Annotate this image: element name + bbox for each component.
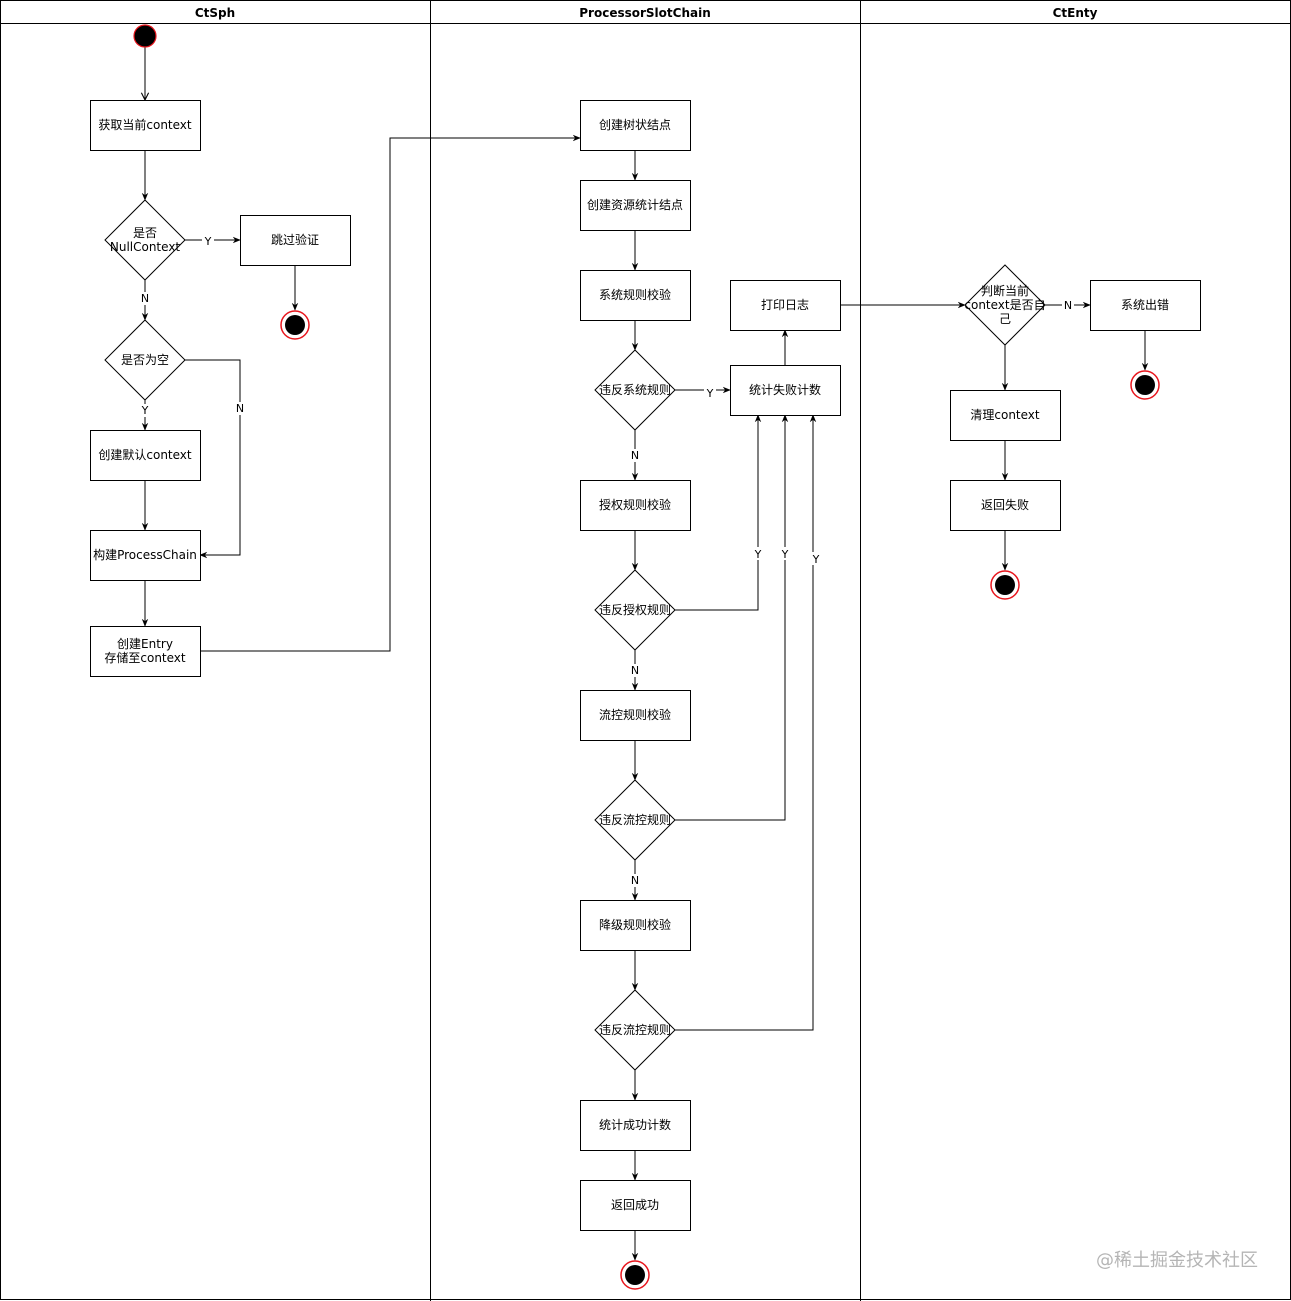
action-build-process-chain: 构建ProcessChain [90,530,201,581]
count-success-label: 统计成功计数 [599,1117,671,1132]
edge-empty-no [185,359,241,559]
action-print-log: 打印日志 [730,280,841,331]
edge-entry-to-tree-node [200,134,581,652]
edge-label-flow-yes: Y [781,548,789,561]
action-count-failure: 统计失败计数 [730,365,841,416]
final-node-skip [280,310,310,340]
final-node-success [620,1260,650,1290]
final-node-failure [990,570,1020,600]
create-stat-node-label: 创建资源统计结点 [587,198,683,212]
violate-system-rule-label: 违反系统规则 [599,382,671,397]
build-process-chain-label: 构建ProcessChain [93,547,197,562]
action-count-success: 统计成功计数 [580,1100,691,1151]
decision-violate-auth-rule: 违反授权规则 [594,569,676,651]
action-return-failure: 返回失败 [950,480,1061,531]
action-flow-rule-check: 流控规则校验 [580,690,691,741]
print-log-label: 打印日志 [761,298,809,312]
action-create-tree-node: 创建树状结点 [580,100,691,151]
clear-context-label: 清理context [970,408,1040,422]
decision-violate-system-rule: 违反系统规则 [594,349,676,431]
action-system-rule-check: 系统规则校验 [580,270,691,321]
action-system-error: 系统出错 [1090,280,1201,331]
edge-label-context-no: N [1064,299,1072,312]
edge-label-auth-no: N [631,664,639,677]
lane-title-processor-slot-chain: ProcessorSlotChain [579,6,711,20]
action-create-stat-node: 创建资源统计结点 [580,180,691,231]
create-tree-node-label: 创建树状结点 [599,117,671,132]
action-get-context: 获取当前context [90,100,201,151]
decision-is-empty: 是否为空 [104,319,186,401]
action-auth-rule-check: 授权规则校验 [580,480,691,531]
is-empty-label: 是否为空 [121,353,169,367]
initial-node [133,24,157,48]
edge-label-system-yes: Y [706,387,714,400]
create-default-context-label: 创建默认context [98,447,192,462]
action-clear-context: 清理context [950,390,1061,441]
degrade-rule-check-label: 降级规则校验 [599,917,671,932]
system-rule-check-label: 系统规则校验 [599,287,671,302]
return-success-label: 返回成功 [611,1198,659,1212]
system-error-label: 系统出错 [1121,298,1169,312]
edge-label-system-no: N [631,449,639,462]
edge-label-flow-no: N [631,874,639,887]
edge-label-null-yes: Y [204,235,212,248]
skip-verify-label: 跳过验证 [271,232,319,247]
violate-flow-rule-2-label: 违反流控规则 [599,1022,671,1037]
lane-title-ctenty: CtEnty [1053,6,1098,20]
edge-labels: Y N Y N Y N Y N Y N Y N [139,234,1074,887]
edge-degrade-violate-yes [675,414,817,1031]
edge-label-empty-no: N [236,402,244,415]
auth-rule-check-label: 授权规则校验 [599,497,671,512]
edge-flow-violate-yes [675,414,789,821]
return-failure-label: 返回失败 [981,497,1029,512]
edge-label-degrade-yes: Y [812,553,820,566]
edge-label-auth-yes: Y [754,548,762,561]
lane-title-ctsph: CtSph [195,6,235,20]
action-create-default-context: 创建默认context [90,430,201,481]
edge-auth-violate-yes [675,414,762,611]
terminal-nodes [133,24,1160,1290]
get-context-label: 获取当前context [98,117,192,132]
action-degrade-rule-check: 降级规则校验 [580,900,691,951]
violate-auth-rule-label: 违反授权规则 [599,602,671,617]
watermark: @稀土掘金技术社区 [1096,1250,1258,1271]
edge-label-empty-yes: Y [141,404,149,417]
count-failure-label: 统计失败计数 [749,382,821,397]
final-node-error [1130,370,1160,400]
violate-flow-rule-label: 违反流控规则 [599,812,671,827]
flow-rule-check-label: 流控规则校验 [599,707,671,722]
action-return-success: 返回成功 [580,1180,691,1231]
action-skip-verify: 跳过验证 [240,215,351,266]
decision-violate-flow-rule: 违反流控规则 [594,779,676,861]
edge-label-null-no: N [141,292,149,305]
decision-violate-flow-rule-2: 违反流控规则 [594,989,676,1071]
